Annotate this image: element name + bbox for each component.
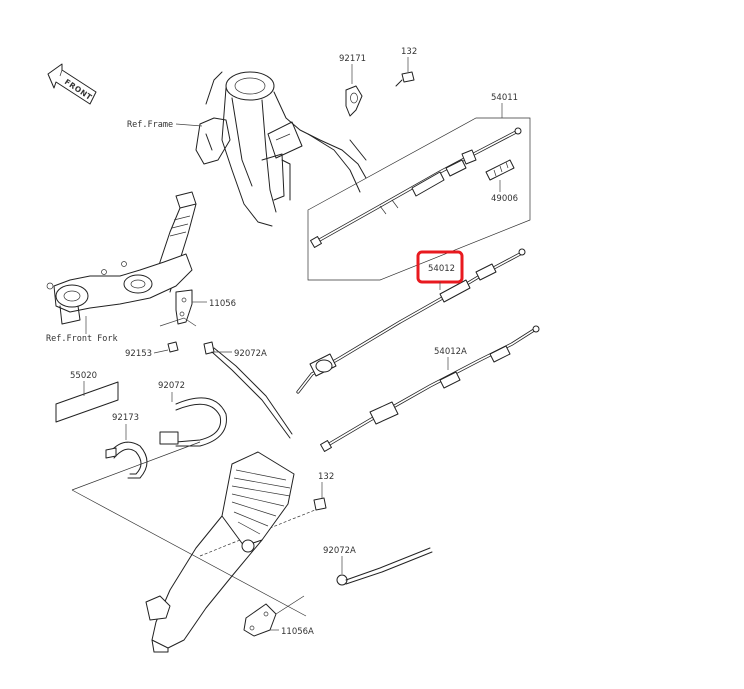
callout-11056A[interactable]: 11056A [281, 627, 314, 637]
callout-54011[interactable]: 54011 [491, 93, 518, 103]
bracket-11056-drawing [175, 289, 193, 325]
reference-lines [71, 441, 321, 617]
bolt-132-bottom-drawing [313, 497, 327, 511]
callout-11056[interactable]: 11056 [209, 299, 236, 309]
ref-frame-label: Ref.Frame [127, 120, 173, 130]
callout-92153[interactable]: 92153 [125, 349, 152, 359]
ref-frame-leader [175, 123, 203, 127]
callout-92173[interactable]: 92173 [112, 413, 139, 423]
callout-54012A[interactable]: 54012A [434, 347, 467, 357]
cable-54011-drawing [310, 127, 522, 248]
callout-132-bottom[interactable]: 132 [318, 472, 334, 482]
steering-stem-drawing [46, 191, 197, 325]
callout-55020[interactable]: 55020 [70, 371, 97, 381]
frame-head-drawing [195, 71, 367, 227]
cable-54011-group [307, 117, 531, 281]
clamp-92173-drawing [105, 441, 148, 479]
callout-92171[interactable]: 92171 [339, 54, 366, 64]
cable-tie-92072A-bottom-drawing [336, 547, 433, 586]
fork-boot-drawing [145, 451, 295, 653]
callout-54012[interactable]: 54012 [428, 264, 455, 274]
ref-front-fork-label: Ref.Front Fork [46, 334, 118, 344]
front-direction-arrow: FRONT [47, 63, 97, 105]
label-plate-55020-drawing [55, 381, 119, 423]
callout-92072A-top[interactable]: 92072A [234, 349, 267, 359]
band-92072-drawing [159, 397, 227, 447]
callout-49006[interactable]: 49006 [491, 194, 518, 204]
callout-132-top[interactable]: 132 [401, 47, 417, 57]
clamp-92171-drawing [345, 85, 363, 117]
bolt-132-top-drawing [395, 71, 415, 87]
cable-54012A-drawing [320, 325, 540, 452]
adjuster-49006-drawing [485, 159, 515, 181]
cable-54012-drawing [296, 248, 526, 394]
callout-92072A-bottom[interactable]: 92072A [323, 546, 356, 556]
callout-92072[interactable]: 92072 [158, 381, 185, 391]
bolt-92153-drawing [167, 341, 179, 353]
